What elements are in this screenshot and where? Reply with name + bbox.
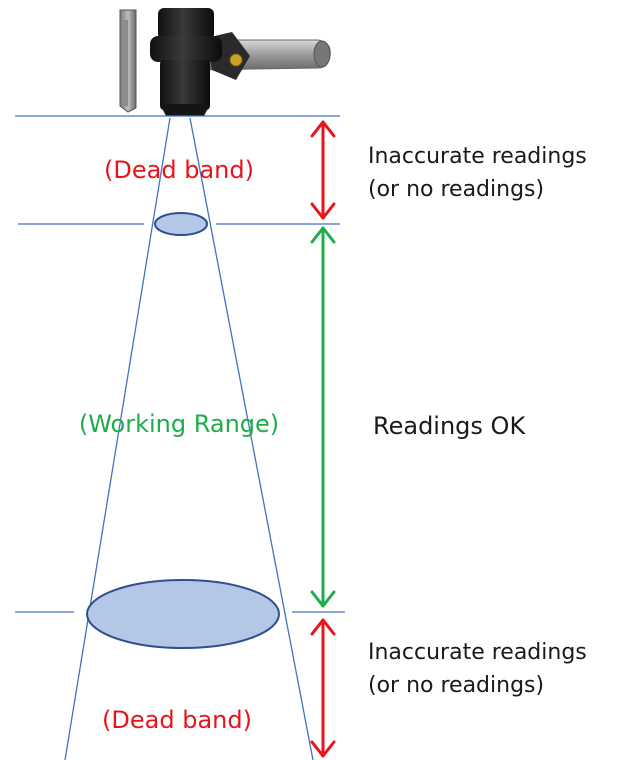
bottom-note-line1: Inaccurate readings <box>368 640 587 665</box>
ultrasonic-sensor-icon <box>119 8 331 116</box>
top-note-line2: (or no readings) <box>368 177 544 202</box>
working-range-label: (Working Range) <box>79 410 279 438</box>
dead-band-top-arrow <box>310 120 336 220</box>
beam-edge-left <box>64 117 171 760</box>
top-note-line1: Inaccurate readings <box>368 144 587 169</box>
reference-lines <box>15 115 345 613</box>
dead-band-bottom-arrow <box>310 618 336 758</box>
dead-band-top-label: (Dead band) <box>104 156 254 184</box>
beam-cone <box>64 117 314 760</box>
bottom-note-line2: (or no readings) <box>368 673 544 698</box>
middle-note: Readings OK <box>373 412 526 440</box>
working-range-arrow <box>310 226 336 608</box>
beam-cross-section-large <box>86 579 280 649</box>
beam-edge-right <box>189 117 314 760</box>
beam-cross-section-small <box>154 212 208 236</box>
dead-band-bottom-label: (Dead band) <box>102 706 252 734</box>
